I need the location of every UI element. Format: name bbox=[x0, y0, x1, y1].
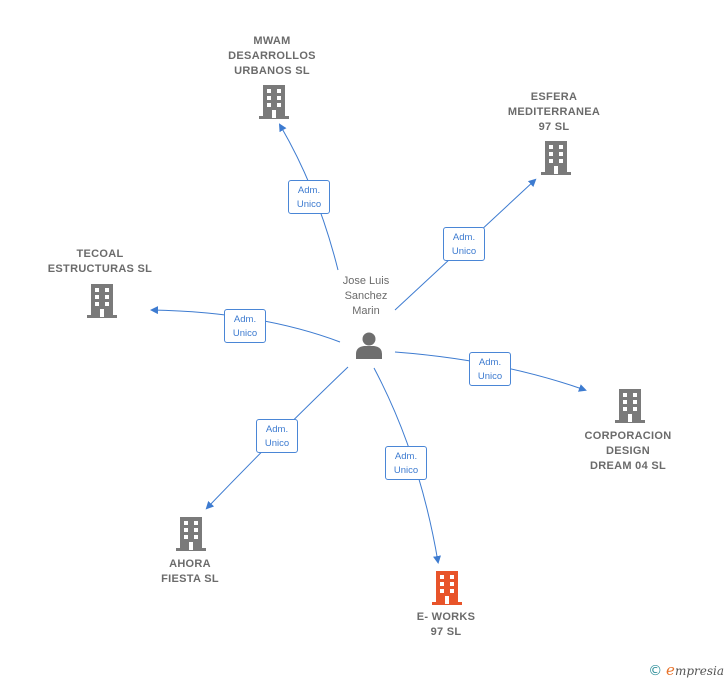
copyright-brand: © empresia bbox=[648, 661, 724, 679]
relation-role: Adm. bbox=[478, 357, 502, 368]
building-icon[interactable] bbox=[258, 84, 290, 120]
relation-role: Unico bbox=[232, 328, 258, 339]
relation-label-esfera[interactable]: Adm. Unico bbox=[443, 227, 485, 261]
company-label-mwam[interactable]: MWAM DESARROLLOS URBANOS SL bbox=[228, 34, 316, 79]
building-icon-highlighted[interactable] bbox=[431, 570, 463, 606]
person-name-line: Jose Luis bbox=[342, 275, 390, 287]
company-name-line: MEDITERRANEA bbox=[507, 106, 601, 118]
company-label-esfera[interactable]: ESFERA MEDITERRANEA 97 SL bbox=[508, 90, 600, 135]
company-name-line: AHORA bbox=[169, 558, 211, 570]
building-icon[interactable] bbox=[540, 140, 572, 176]
relation-label-mwam[interactable]: Adm. Unico bbox=[288, 180, 330, 214]
building-icon[interactable] bbox=[86, 283, 118, 319]
company-name-line: E- WORKS bbox=[416, 611, 476, 623]
relation-role: Adm. bbox=[394, 451, 418, 462]
company-label-eworks[interactable]: E- WORKS 97 SL bbox=[417, 610, 476, 640]
company-name-line: URBANOS SL bbox=[234, 65, 310, 77]
relation-role: Unico bbox=[477, 371, 503, 382]
relation-label-ahora[interactable]: Adm. Unico bbox=[256, 419, 298, 453]
brand-logo-initial: e bbox=[666, 661, 675, 679]
building-icon[interactable] bbox=[175, 516, 207, 552]
relation-role: Adm. bbox=[265, 424, 289, 435]
company-name-line: MWAM bbox=[253, 35, 291, 47]
company-name-line: TECOAL bbox=[76, 248, 124, 260]
company-name-line: FIESTA SL bbox=[161, 573, 219, 585]
relation-role: Unico bbox=[393, 465, 419, 476]
relation-label-tecoal[interactable]: Adm. Unico bbox=[224, 309, 266, 343]
person-icon[interactable] bbox=[354, 330, 384, 360]
company-name-line: ESTRUCTURAS SL bbox=[47, 263, 153, 275]
relation-label-corporacion[interactable]: Adm. Unico bbox=[469, 352, 511, 386]
person-name-line: Sanchez bbox=[344, 290, 388, 302]
relation-label-eworks[interactable]: Adm. Unico bbox=[385, 446, 427, 480]
company-label-corporacion[interactable]: CORPORACION DESIGN DREAM 04 SL bbox=[584, 429, 671, 474]
person-name-line: Marin bbox=[352, 305, 380, 317]
company-label-ahora[interactable]: AHORA FIESTA SL bbox=[161, 557, 219, 587]
copyright-icon: © bbox=[648, 663, 663, 679]
relation-role: Adm. bbox=[452, 232, 476, 243]
building-icon[interactable] bbox=[614, 388, 646, 424]
relation-role: Unico bbox=[451, 246, 477, 257]
relation-role: Unico bbox=[264, 438, 290, 449]
brand-logo-text: mpresia bbox=[674, 664, 724, 678]
company-name-line: DREAM 04 SL bbox=[589, 460, 667, 472]
relation-role: Unico bbox=[296, 199, 322, 210]
company-name-line: ESFERA bbox=[530, 91, 578, 103]
company-name-line: DESIGN bbox=[606, 445, 650, 457]
relation-role: Adm. bbox=[233, 314, 257, 325]
relation-role: Adm. bbox=[297, 185, 321, 196]
company-name-line: 97 SL bbox=[430, 626, 462, 638]
company-label-tecoal[interactable]: TECOAL ESTRUCTURAS SL bbox=[48, 247, 152, 277]
person-name[interactable]: Jose Luis Sanchez Marin bbox=[343, 274, 389, 319]
company-name-line: DESARROLLOS bbox=[228, 50, 316, 62]
company-name-line: 97 SL bbox=[538, 121, 570, 133]
company-name-line: CORPORACION bbox=[584, 430, 672, 442]
